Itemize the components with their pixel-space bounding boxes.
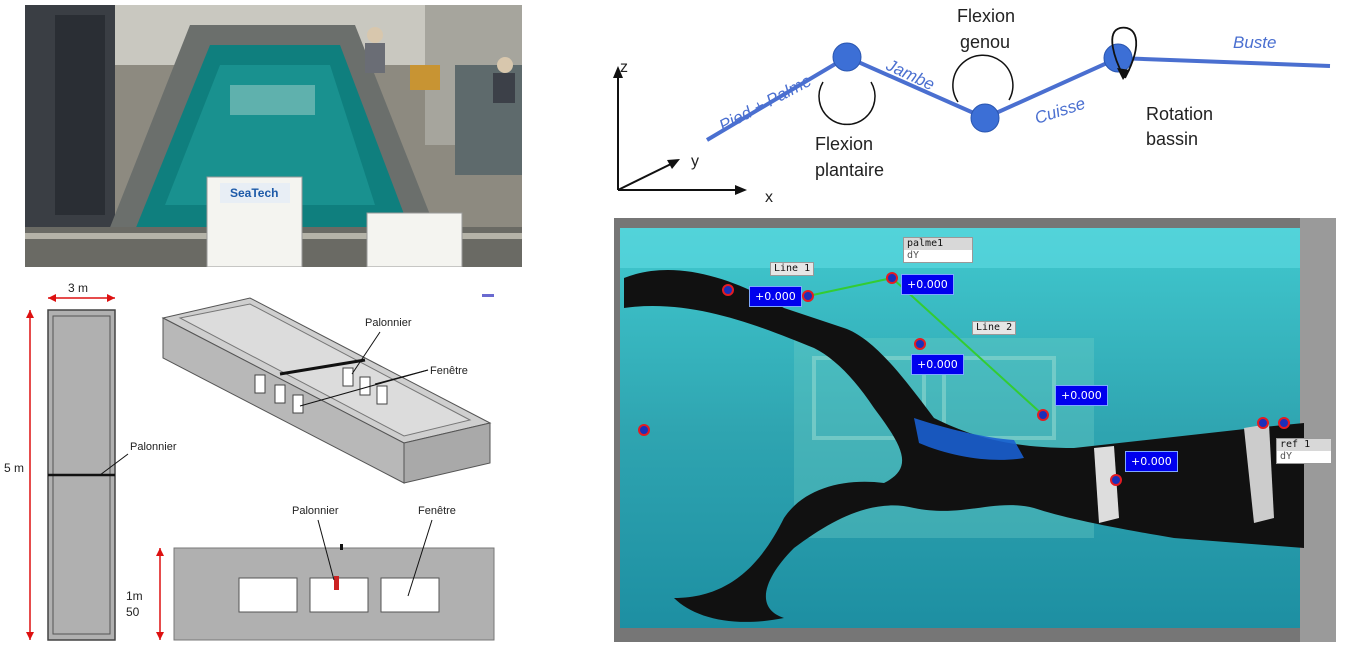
foot-segment-label: Pied + Palme [716, 71, 815, 135]
ankle-flexion-arc [818, 81, 876, 126]
ankle-joint [832, 42, 862, 72]
hip-label-line2: bassin [1146, 129, 1198, 149]
iso-window-2 [274, 384, 286, 404]
knee-label-line2: genou [960, 32, 1010, 52]
ankle-label-line2: plantaire [815, 160, 884, 180]
hip-label-line1: Rotation [1146, 104, 1213, 124]
depth-label-line2: 50 [126, 605, 140, 619]
iso-window-label: Fenêtre [430, 365, 468, 377]
line-1-segment [807, 277, 893, 297]
tracking-marker[interactable] [1037, 409, 1049, 421]
value-tag: +0.000 [749, 286, 802, 307]
tracking-marker[interactable] [802, 290, 814, 302]
width-dimension-label: 3 m [68, 281, 88, 295]
palme1-ref-name: palme1 [907, 238, 944, 249]
tracking-marker[interactable] [1110, 474, 1122, 486]
value-tag: +0.000 [1055, 385, 1108, 406]
iso-window-1 [254, 374, 266, 394]
kinematic-diagram-svg: z y x Pied + Palme Jambe Cuisse Buste Fl… [613, 6, 1331, 206]
tracking-marker[interactable] [914, 338, 926, 350]
knee-joint [970, 103, 1000, 133]
side-beam [334, 576, 339, 590]
line-1-label: Line 1 [770, 262, 815, 276]
tracking-photo-illustration [614, 218, 1336, 642]
tracking-marker[interactable] [638, 424, 650, 436]
palme1-ref-field: dY [904, 250, 972, 262]
limb-chain [705, 54, 1331, 142]
x-axis-label: x [765, 189, 773, 206]
ankle-label-line1: Flexion [815, 134, 873, 154]
thigh-segment-label: Cuisse [1032, 94, 1087, 128]
side-view-pool [173, 547, 495, 641]
pool-plans-svg: 3 m 5 m Palonnier Palonnier Fenêtre Palo… [4, 281, 495, 641]
iso-window-3 [292, 394, 304, 414]
pool-plans: 3 m 5 m Palonnier Palonnier Fenêtre Palo… [0, 278, 560, 654]
y-axis-label: y [691, 153, 699, 170]
kinematic-diagram: z y x Pied + Palme Jambe Cuisse Buste Fl… [585, 0, 1346, 212]
y-axis [617, 162, 674, 191]
ref1-ref-box: ref 1 dY [1276, 438, 1332, 464]
top-view-beam-label: Palonnier [130, 441, 177, 453]
pool-photo-illustration: SeaTech [25, 5, 522, 267]
hip-rotation-arrow [1111, 26, 1137, 79]
iso-beam [279, 358, 366, 376]
iso-pool-side [403, 422, 491, 484]
knee-label-line1: Flexion [957, 6, 1015, 26]
side-beam-label: Palonnier [292, 505, 339, 517]
side-window-label: Fenêtre [418, 505, 456, 517]
tracking-marker[interactable] [722, 284, 734, 296]
palme1-ref-box: palme1 dY [903, 237, 973, 263]
tracking-marker[interactable] [1257, 417, 1269, 429]
hip-joint [1103, 43, 1133, 73]
pool-photo: SeaTech [25, 5, 522, 267]
sign-logo-text: SeaTech [230, 186, 278, 200]
knee-flexion-arc [952, 54, 1014, 103]
value-tag: +0.000 [1125, 451, 1178, 472]
ref1-ref-name: ref 1 [1280, 439, 1311, 450]
shank-segment-label: Jambe [882, 55, 937, 94]
iso-beam-label: Palonnier [365, 317, 412, 329]
side-window-1 [238, 577, 298, 613]
value-tag: +0.000 [901, 274, 954, 295]
line-2-segment [891, 277, 1044, 416]
length-dimension-label: 5 m [4, 461, 24, 475]
depth-label-line1: 1m [126, 589, 143, 603]
tracking-view: Line 1 Line 2 palme1 dY ref 1 dY +0.000 … [614, 218, 1336, 642]
ref1-ref-field: dY [1277, 451, 1331, 463]
tracking-marker[interactable] [1278, 417, 1290, 429]
tracking-marker[interactable] [886, 272, 898, 284]
trunk-segment-label: Buste [1233, 33, 1276, 52]
z-axis-label: z [620, 59, 628, 76]
side-window-3 [380, 577, 440, 613]
value-tag: +0.000 [911, 354, 964, 375]
line-2-label: Line 2 [972, 321, 1017, 335]
